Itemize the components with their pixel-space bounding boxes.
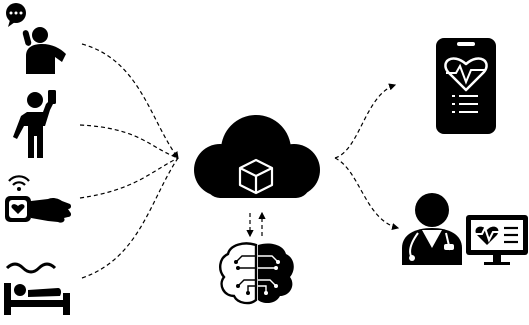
connectors bbox=[79, 43, 400, 279]
connector-selfie-to-cloud bbox=[79, 124, 179, 159]
wifi-signal-icon bbox=[8, 175, 30, 186]
connector-phone-to-cloud bbox=[81, 43, 179, 159]
connector-watch-to-cloud bbox=[79, 157, 179, 199]
person-talking-on-phone-icon bbox=[6, 3, 66, 74]
cloud-with-cube-icon bbox=[194, 115, 320, 198]
person-sleeping-in-bed-icon bbox=[4, 262, 70, 315]
ai-brain-circuit-icon bbox=[219, 242, 294, 305]
connector-cloud-to-phone bbox=[334, 83, 397, 159]
connector-cloud-to-doctor bbox=[334, 157, 400, 231]
person-taking-selfie-icon bbox=[13, 90, 56, 158]
ecg-monitor-icon bbox=[466, 215, 528, 265]
smartphone-heart-app-icon bbox=[436, 38, 496, 134]
connector-bed-to-cloud bbox=[81, 157, 179, 279]
smartwatch-on-wrist-icon bbox=[5, 175, 72, 223]
heart-icon bbox=[444, 57, 488, 92]
doctor-icon bbox=[402, 193, 462, 265]
cube-icon bbox=[238, 158, 274, 195]
doctor-with-ecg-monitor-icon bbox=[402, 193, 528, 265]
